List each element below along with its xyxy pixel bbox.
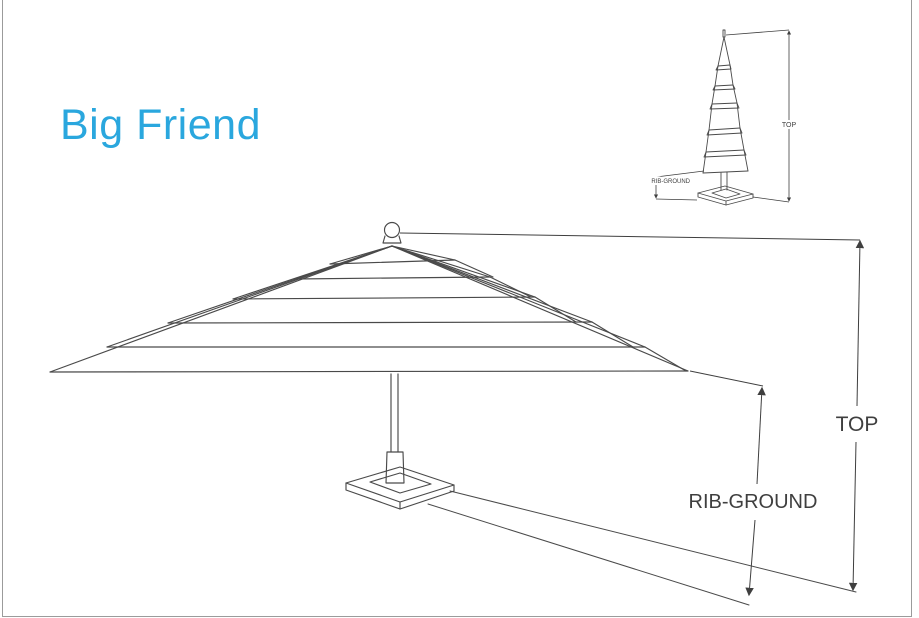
thumb-rib-leader bbox=[655, 170, 705, 178]
ground-leader-lines bbox=[427, 490, 857, 606]
thumb-finial-icon bbox=[722, 29, 726, 38]
thumb-canopy bbox=[702, 36, 749, 174]
open-umbrella-drawing bbox=[49, 221, 857, 606]
thumb-top-bottom-leader bbox=[752, 196, 790, 203]
rib-ground-dimension bbox=[689, 370, 766, 597]
umbrella-base bbox=[345, 466, 455, 510]
umbrella-pole bbox=[385, 373, 405, 484]
thumb-top-dimension-label: TOP bbox=[782, 122, 797, 129]
rib-ground-dimension-leader bbox=[689, 370, 764, 387]
canopy-front-edges bbox=[49, 259, 689, 373]
thumb-pole bbox=[720, 171, 728, 191]
thumb-rib-ground-dimension-label: RIB-GROUND bbox=[651, 179, 690, 185]
canopy-right-seams bbox=[391, 245, 689, 372]
finial-icon bbox=[382, 221, 402, 244]
canopy-right-steps bbox=[454, 259, 687, 372]
top-dimension-label: TOP bbox=[836, 413, 879, 436]
thumb-rib-bottom-leader bbox=[655, 198, 698, 201]
top-dimension-leader bbox=[399, 232, 861, 241]
thumb-rib-ground-dimension bbox=[653, 170, 705, 201]
top-dimension bbox=[399, 232, 865, 592]
closed-umbrella-drawing bbox=[697, 29, 754, 206]
thumb-top-leader bbox=[725, 29, 790, 36]
product-title: Big Friend bbox=[60, 101, 261, 149]
canopy-left-seams bbox=[49, 245, 393, 373]
thumb-top-dimension bbox=[725, 29, 792, 203]
thumb-base bbox=[697, 185, 754, 206]
rib-ground-dimension-label: RIB-GROUND bbox=[689, 491, 818, 513]
